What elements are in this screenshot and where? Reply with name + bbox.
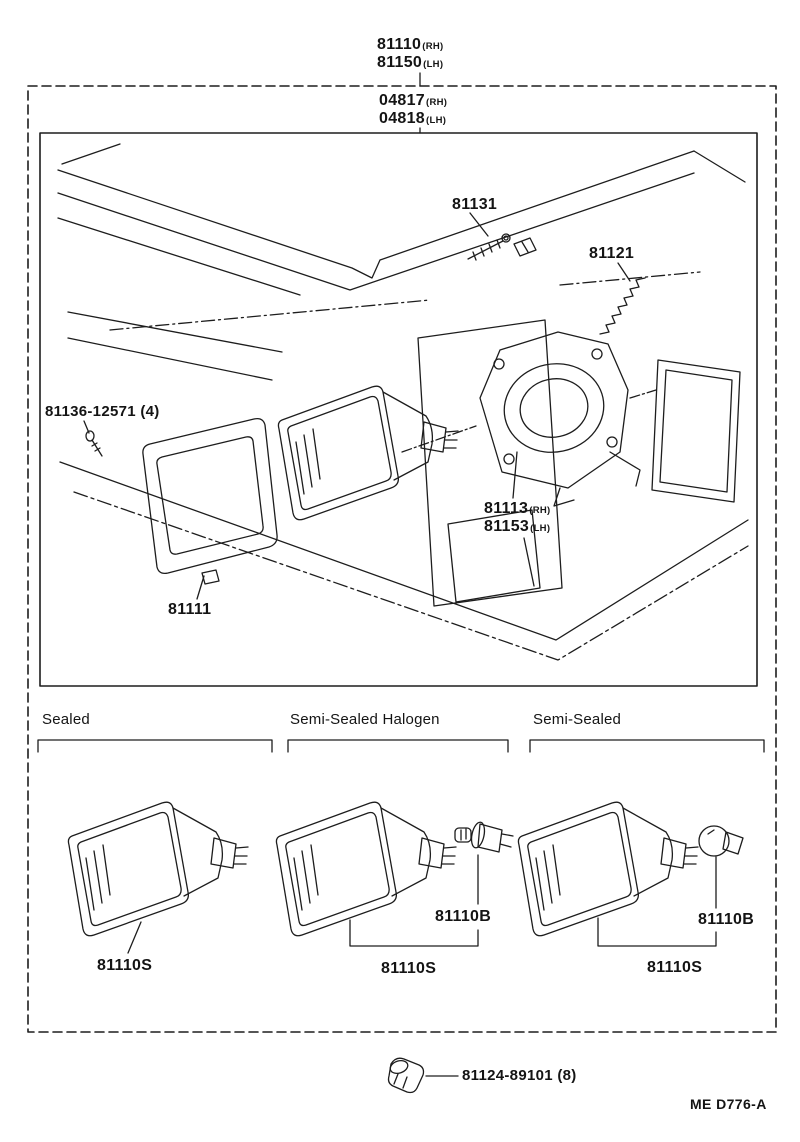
- part-number-text: 04818: [379, 110, 425, 127]
- variant-brackets: [37, 739, 765, 753]
- sealed-lamp-drawing: [67, 801, 249, 954]
- label-81110b-halogen: 81110B: [435, 908, 492, 925]
- part-number-text: 04817: [379, 92, 425, 109]
- spring-drawing: [599, 277, 646, 335]
- label-headlamp-assy-rh: 81110(RH): [377, 36, 443, 55]
- label-headlamp-assy-lh: 81150(LH): [377, 54, 443, 73]
- part-number-text: 81150: [377, 54, 423, 71]
- semi-sealed-lamp-drawing: [517, 801, 717, 947]
- car-front-line-art: [57, 143, 749, 661]
- section-title-sealed: Sealed: [42, 711, 90, 728]
- mounting-housing-drawing: [479, 331, 641, 507]
- section-title-semi-sealed: Semi-Sealed: [533, 711, 622, 728]
- screw-81131-drawing: [467, 233, 537, 261]
- main-illustration-frame: [39, 132, 758, 687]
- label-81110s-sealed: 81110S: [97, 957, 153, 974]
- screw-81136-drawing: [85, 430, 103, 457]
- label-81111: 81111: [168, 601, 212, 618]
- label-81153-lh: 81153(LH): [484, 518, 550, 537]
- headlamp-unit-drawing: [277, 385, 459, 521]
- label-subassy-lh: 04818(LH): [379, 110, 446, 129]
- part-number-text: 81110: [377, 36, 422, 53]
- part-suffix-text: (LH): [426, 115, 447, 126]
- part-suffix-text: (RH): [422, 41, 444, 52]
- part-number-text: 81153: [484, 518, 530, 535]
- part-suffix-text: (LH): [423, 59, 444, 70]
- part-number-text: 81113: [484, 500, 529, 517]
- part-suffix-text: (RH): [426, 97, 448, 108]
- halogen-lamp-drawing: [275, 801, 479, 947]
- label-subassy-rh: 04817(RH): [379, 92, 447, 111]
- label-81110s-semi-sealed: 81110S: [647, 959, 703, 976]
- bezel-drawing: [142, 417, 278, 585]
- leader-lines-main: [83, 212, 631, 600]
- label-81110b-semi-sealed: 81110B: [698, 911, 755, 928]
- label-81113-rh: 81113(RH): [484, 500, 550, 519]
- section-title-semi-sealed-halogen: Semi-Sealed Halogen: [290, 711, 440, 728]
- label-81136-12571: 81136-12571 (4): [45, 403, 160, 420]
- outer-dashed-frame: [27, 85, 777, 1033]
- label-81124-89101: 81124-89101 (8): [462, 1067, 577, 1084]
- label-81131: 81131: [452, 196, 498, 213]
- halogen-bulb-drawing: [454, 821, 514, 905]
- label-81110s-halogen: 81110S: [381, 960, 437, 977]
- label-81121: 81121: [589, 245, 635, 262]
- part-suffix-text: (RH): [529, 505, 551, 516]
- drawing-code: ME D776-A: [690, 1096, 767, 1112]
- round-bulb-drawing: [698, 825, 744, 909]
- part-suffix-text: (LH): [530, 523, 551, 534]
- retainer-clip-drawing: [387, 1057, 459, 1094]
